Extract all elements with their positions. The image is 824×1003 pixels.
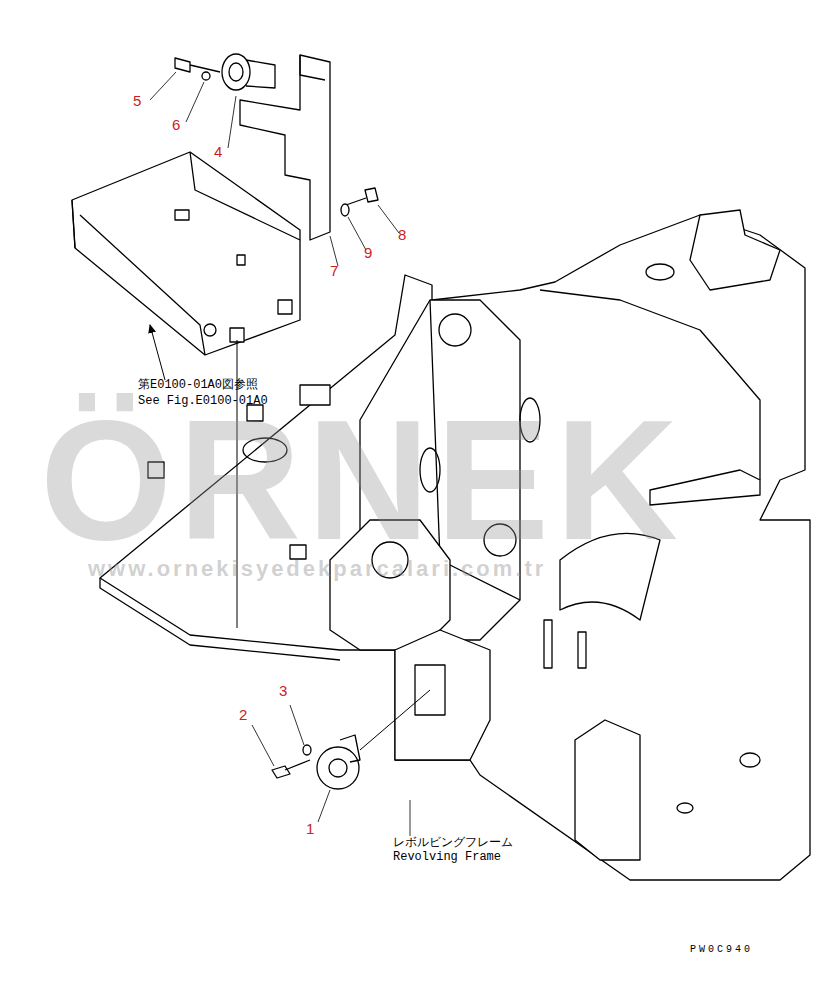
callout-number: 9 xyxy=(364,244,372,261)
callout-number: 6 xyxy=(172,116,180,133)
reference-note: 第E0100-01A0図参照 xyxy=(138,376,258,393)
frame-label: Revolving Frame xyxy=(393,850,501,864)
callout-number: 8 xyxy=(398,226,406,243)
callout-number: 3 xyxy=(279,682,287,699)
callout-number: 4 xyxy=(214,143,222,160)
callout-number: 2 xyxy=(239,706,247,723)
callout-number: 7 xyxy=(330,262,338,279)
drawing-code: PW0C940 xyxy=(690,944,753,955)
watermark: ÖRNEK xyxy=(40,395,684,565)
callout-number: 5 xyxy=(133,92,141,109)
watermark-url: www.ornekisyedekparcalari.com.tr xyxy=(88,556,546,582)
callout-number: 1 xyxy=(306,820,314,837)
frame-label: レボルビングフレーム xyxy=(393,834,513,851)
